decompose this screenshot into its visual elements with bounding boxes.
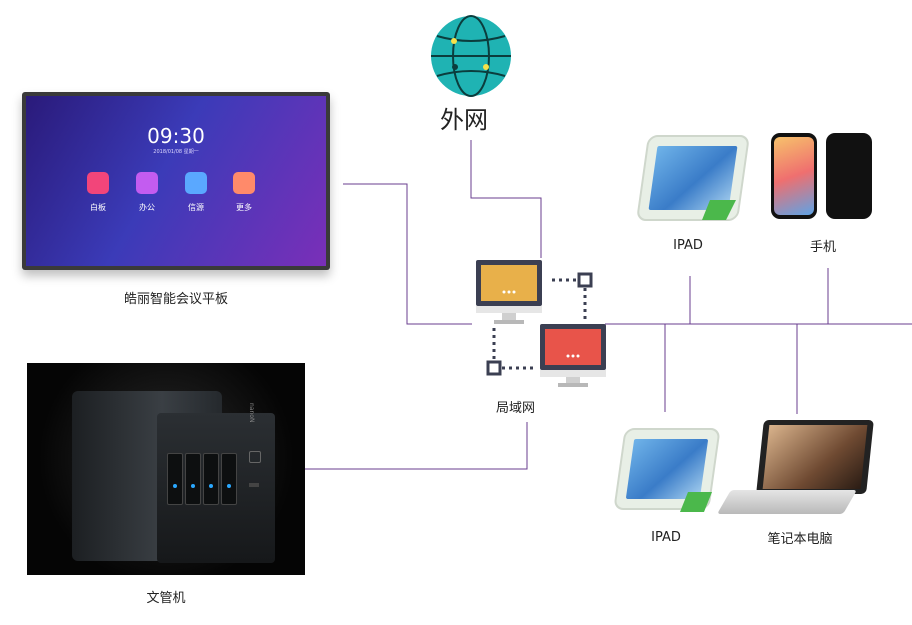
panel-clock: 09:30: [147, 124, 205, 148]
file-server-photo: nanoN: [27, 363, 305, 575]
smart-panel-label: 皓丽智能会议平板: [123, 292, 228, 307]
app-source: 信源: [181, 172, 211, 213]
app-more: 更多: [229, 172, 259, 213]
phone-front-icon: [771, 133, 817, 219]
phone-label: 手机: [809, 240, 836, 255]
link-internet-lan: [470, 140, 542, 258]
source-icon: [185, 172, 207, 194]
link-panel-lan: [343, 183, 472, 325]
ipad-bottom-label: IPAD: [651, 530, 681, 545]
app-label: 更多: [236, 203, 252, 212]
more-icon: [233, 172, 255, 194]
ipad-top-cover: [702, 200, 736, 220]
laptop-base: [717, 490, 857, 514]
lan-monitor-yellow-icon: [476, 260, 542, 324]
app-label: 白板: [90, 203, 106, 212]
ipad-bottom-cover: [680, 492, 712, 512]
laptop-icon: [756, 420, 874, 494]
globe-icon: [431, 15, 511, 97]
laptop-label: 笔记本电脑: [767, 532, 833, 547]
lan-monitor-red-icon: [540, 324, 606, 387]
phone-back-icon: [826, 133, 872, 219]
app-label: 办公: [139, 203, 155, 212]
lan-link-dots: [486, 272, 593, 376]
whiteboard-icon: [87, 172, 109, 194]
app-label: 信源: [188, 203, 204, 212]
nas-brand: nanoN: [248, 403, 255, 423]
link-server-lan: [305, 422, 528, 470]
ipad-top-label: IPAD: [673, 238, 703, 253]
smart-panel-screen: 09:30 2018/01/08 星期一 白板 办公 信源 更多: [26, 96, 326, 266]
app-whiteboard: 白板: [83, 172, 113, 213]
lan-label: 局域网: [496, 401, 536, 416]
panel-date: 2018/01/08 星期一: [153, 149, 199, 155]
office-icon: [136, 172, 158, 194]
internet-label: 外网: [440, 106, 488, 134]
app-office: 办公: [132, 172, 162, 213]
nas-front-panel: [157, 413, 275, 563]
file-server-label: 文管机: [146, 591, 186, 606]
